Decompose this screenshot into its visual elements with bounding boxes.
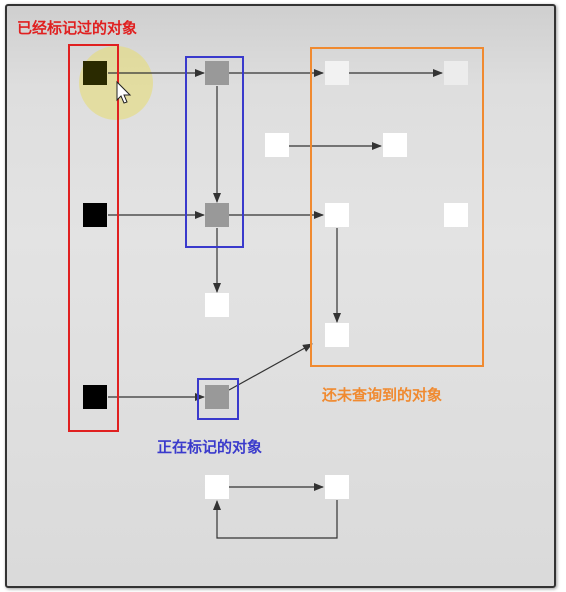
gray-node-1 <box>205 61 229 85</box>
white-node-2 <box>444 61 468 85</box>
mouse-pointer-icon <box>116 80 132 104</box>
marking-group-box-top <box>185 56 244 248</box>
marked-group-box <box>68 44 119 432</box>
black-node-3 <box>83 385 107 409</box>
white-node-8 <box>325 323 349 347</box>
white-node-6 <box>444 203 468 227</box>
white-node-7 <box>205 293 229 317</box>
edge-w10-w9-loop <box>213 500 338 539</box>
white-node-1 <box>325 61 349 85</box>
unvisited-group-box <box>310 47 484 367</box>
black-node-1 <box>83 61 107 85</box>
gray-node-3 <box>205 385 229 409</box>
white-node-3 <box>265 133 289 157</box>
marking-group-box-bottom <box>197 378 239 420</box>
white-node-4 <box>383 133 407 157</box>
white-node-10 <box>325 475 349 499</box>
unvisited-label: 还未查询到的对象 <box>321 386 442 404</box>
marked-label: 已经标记过的对象 <box>17 19 137 37</box>
edge-g3-w8 <box>228 343 313 391</box>
white-node-5 <box>325 203 349 227</box>
marking-label: 正在标记的对象 <box>157 438 262 456</box>
black-node-2 <box>83 203 107 227</box>
gray-node-2 <box>205 203 229 227</box>
white-node-9 <box>205 475 229 499</box>
